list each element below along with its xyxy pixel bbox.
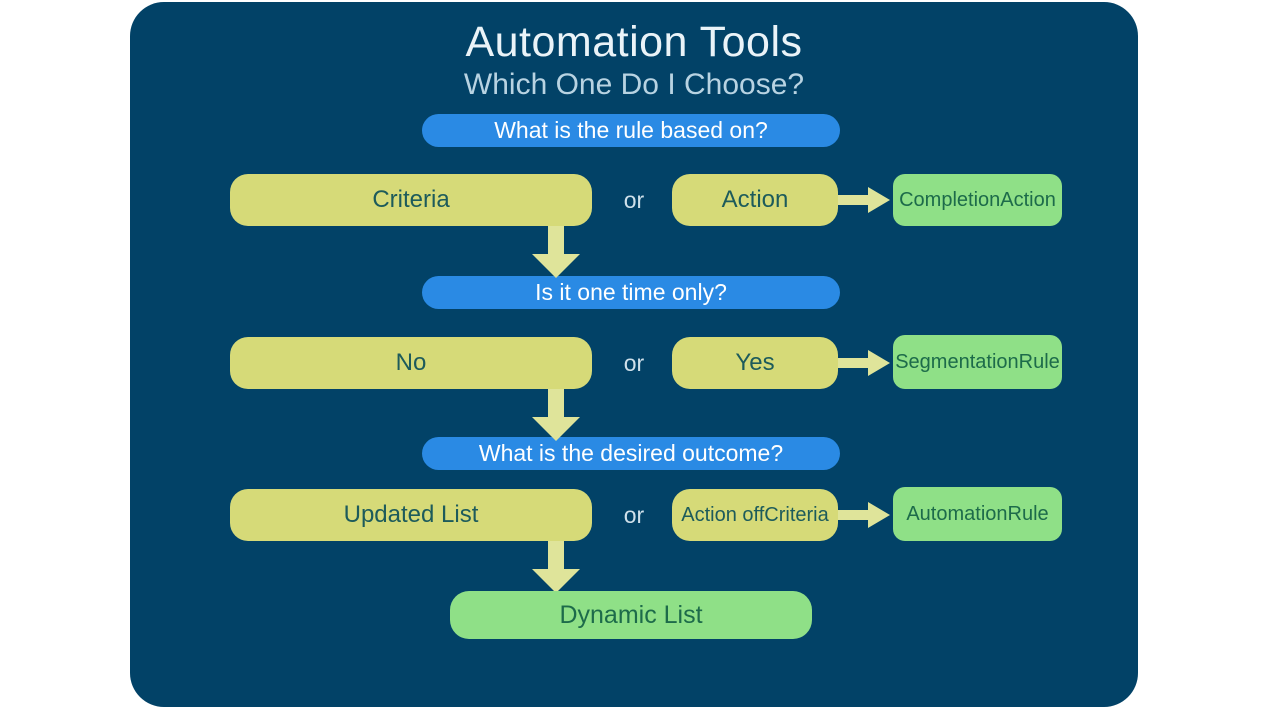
result-box-completion-action: Completion Action xyxy=(893,174,1062,226)
page-subtitle: Which One Do I Choose? xyxy=(463,68,805,101)
question-bar-3: What is the desired outcome? xyxy=(422,437,840,470)
result-box-segmentation-rule: Segmentation Rule xyxy=(893,335,1062,389)
result-line-1: Automation xyxy=(906,502,1008,525)
option-box-action-off-criteria[interactable]: Action off Criteria xyxy=(672,489,838,541)
option-box-updated-list[interactable]: Updated List xyxy=(230,489,592,541)
page-title: Automation Tools xyxy=(465,18,803,66)
or-label-3: or xyxy=(623,501,645,528)
option-line-2: Criteria xyxy=(764,503,829,526)
flow-arrow-right-1 xyxy=(830,187,892,213)
question-bar-1: What is the rule based on? xyxy=(422,114,840,147)
result-box-automation-rule: Automation Rule xyxy=(893,487,1062,541)
option-box-action[interactable]: Action xyxy=(672,174,838,226)
flow-arrow-right-2 xyxy=(830,350,892,376)
flow-arrow-down-1 xyxy=(528,218,584,280)
or-label-1: or xyxy=(623,186,645,213)
result-box-dynamic-list: Dynamic List xyxy=(450,591,812,639)
flow-arrow-down-3 xyxy=(528,533,584,595)
option-box-yes[interactable]: Yes xyxy=(672,337,838,389)
option-box-no[interactable]: No xyxy=(230,337,592,389)
option-box-criteria[interactable]: Criteria xyxy=(230,174,592,226)
result-line-2: Rule xyxy=(1018,350,1060,373)
result-line-1: Segmentation xyxy=(895,350,1019,373)
flow-arrow-down-2 xyxy=(528,381,584,443)
option-line-1: Action off xyxy=(681,503,765,526)
question-bar-2: Is it one time only? xyxy=(422,276,840,309)
diagram-panel: Automation Tools Which One Do I Choose? … xyxy=(130,2,1138,707)
or-label-2: or xyxy=(623,349,645,376)
flow-arrow-right-3 xyxy=(830,502,892,528)
result-line-2: Rule xyxy=(1007,502,1049,525)
result-line-2: Action xyxy=(1000,188,1056,211)
result-line-1: Completion xyxy=(899,188,1001,211)
